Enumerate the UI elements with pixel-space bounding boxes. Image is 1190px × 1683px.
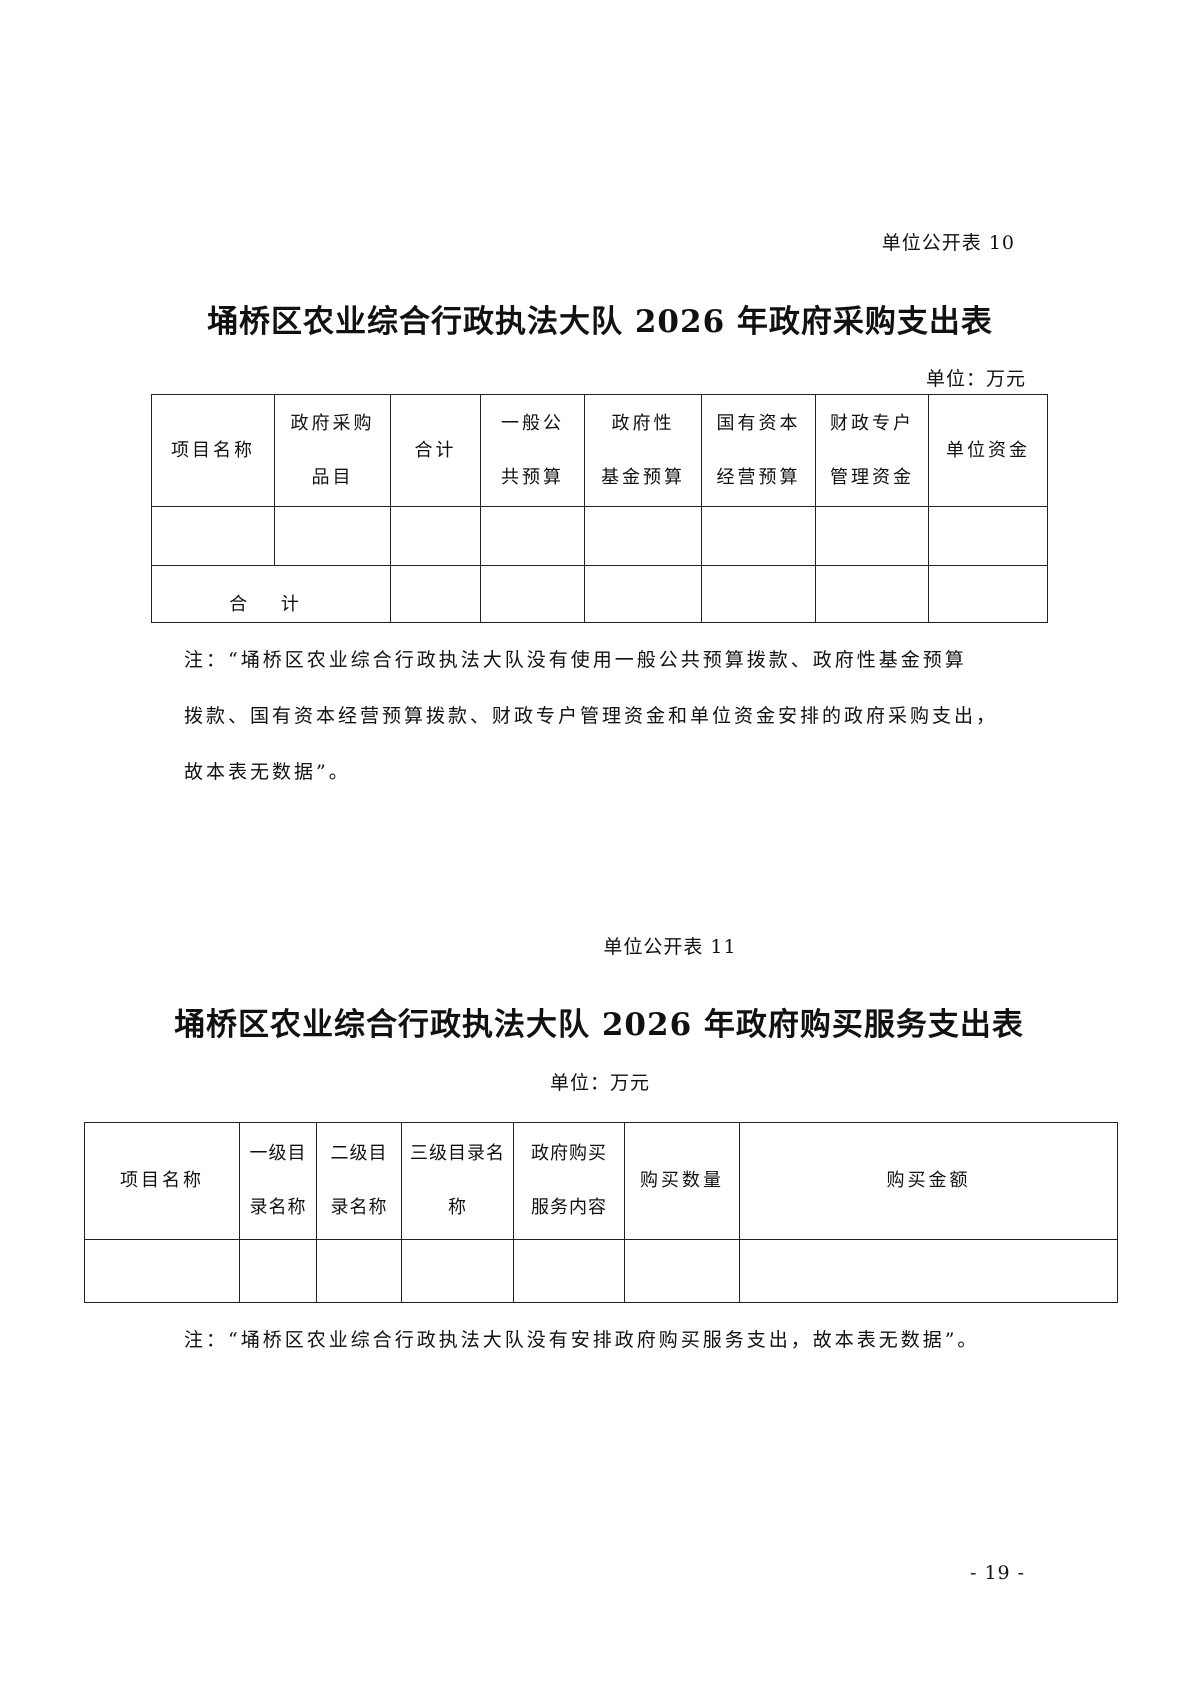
header-cell: 二级目录名称 [316,1122,402,1240]
header-cell: 政府性基金预算 [584,394,702,507]
table-header-row: 项目名称 一级目录名称 二级目录名称 三级目录名称 政府购买服务内容 购买数量 … [84,1122,1118,1240]
cell [316,1239,402,1303]
header-cell: 项目名称 [84,1122,240,1240]
cell [84,1239,240,1303]
table-row [151,506,1048,566]
procurement-table: 项目名称 政府采购品目 合计 一般公共预算 政府性基金预算 国有资本经营预算 财… [151,394,1048,623]
cell [584,565,702,623]
total-label: 合 计 [151,565,391,623]
note-line: 故本表无数据”。 [184,761,351,783]
header-cell: 三级目录名称 [401,1122,514,1240]
cell [928,565,1048,623]
header-cell: 项目名称 [151,394,275,507]
cell [513,1239,625,1303]
total-row: 合 计 [151,565,1048,623]
table-tag-10: 单位公开表 10 [881,232,1015,254]
note-line: 注：“埇桥区农业综合行政执法大队没有使用一般公共预算拨款、政府性基金预算 [184,649,967,671]
cell [739,1239,1118,1303]
cell [239,1239,317,1303]
cell [815,565,929,623]
header-cell: 合计 [390,394,481,507]
cell [480,565,585,623]
cell [624,1239,740,1303]
unit-label-11: 单位：万元 [549,1072,650,1094]
note-10: 注：“埇桥区农业综合行政执法大队没有使用一般公共预算拨款、政府性基金预算 拨款、… [184,632,998,800]
note-line: 拨款、国有资本经营预算拨款、财政专户管理资金和单位资金安排的政府采购支出， [184,705,999,727]
header-cell: 一般公共预算 [480,394,585,507]
header-cell: 国有资本经营预算 [701,394,816,507]
table-row [84,1239,1118,1303]
cell [401,1239,514,1303]
table-header-row: 项目名称 政府采购品目 合计 一般公共预算 政府性基金预算 国有资本经营预算 财… [151,394,1048,507]
header-cell: 购买金额 [739,1122,1118,1240]
header-cell: 政府购买服务内容 [513,1122,625,1240]
header-cell: 单位资金 [928,394,1048,507]
page-title-11: 埇桥区农业综合行政执法大队 2026 年政府购买服务支出表 [174,1007,1024,1043]
cell [701,506,816,566]
header-cell: 政府采购品目 [274,394,391,507]
cell [584,506,702,566]
cell [390,506,481,566]
service-purchase-table: 项目名称 一级目录名称 二级目录名称 三级目录名称 政府购买服务内容 购买数量 … [84,1122,1118,1303]
cell [274,506,391,566]
page-title-10: 埇桥区农业综合行政执法大队 2026 年政府采购支出表 [207,304,993,340]
note-11: 注：“埇桥区农业综合行政执法大队没有安排政府购买服务支出，故本表无数据”。 [184,1329,980,1351]
header-cell: 财政专户管理资金 [815,394,929,507]
header-cell: 购买数量 [624,1122,740,1240]
unit-label-10: 单位：万元 [925,368,1026,390]
cell [390,565,481,623]
page-number: - 19 - [970,1562,1026,1584]
cell [928,506,1048,566]
cell [701,565,816,623]
cell [151,506,275,566]
cell [480,506,585,566]
table-tag-11: 单位公开表 11 [603,936,737,958]
header-cell: 一级目录名称 [239,1122,317,1240]
cell [815,506,929,566]
